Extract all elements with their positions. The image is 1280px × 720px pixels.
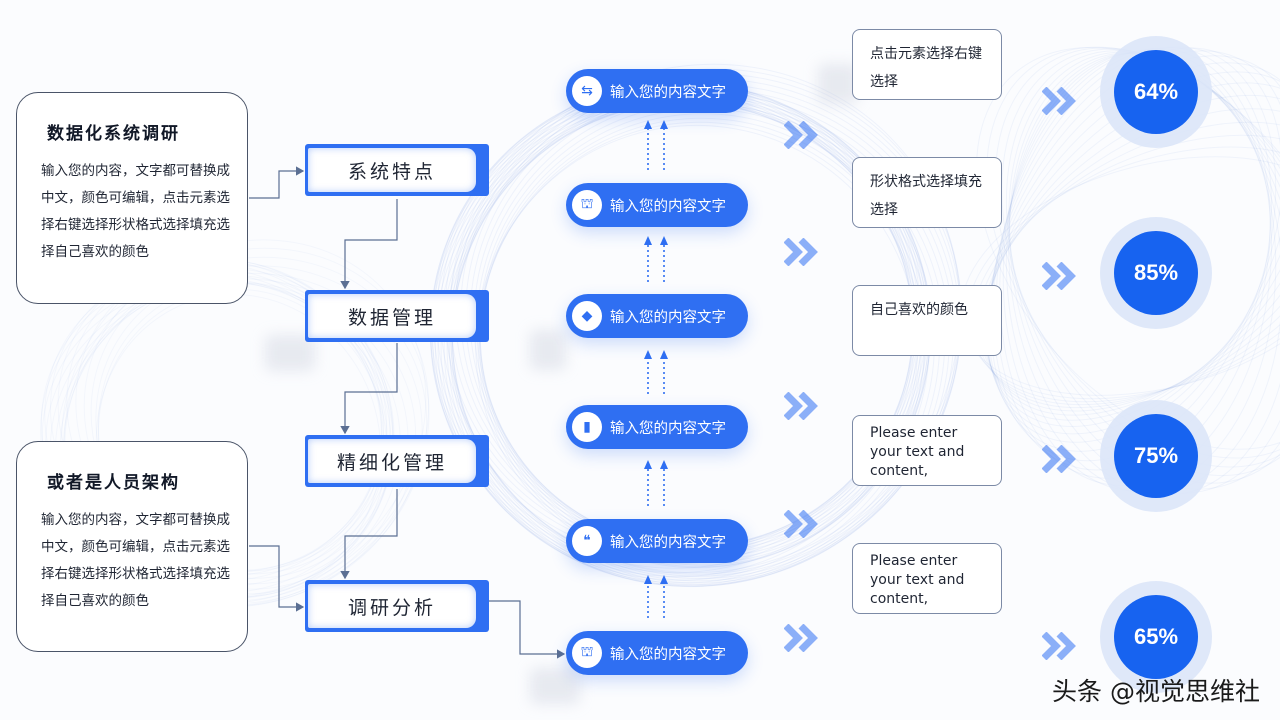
double-chevron-icon — [784, 624, 818, 652]
stage-box-refined-management: 精细化管理 — [305, 435, 489, 487]
wave-ring — [479, 108, 931, 561]
wave-ring — [986, 46, 1280, 459]
pill-label: 输入您的内容文字 — [610, 534, 726, 551]
intro-card-title: 数据化系统调研 — [47, 124, 180, 144]
pill-label: 输入您的内容文字 — [610, 420, 726, 437]
quote-icon: ❝ — [572, 526, 602, 556]
stage-box-features: 系统特点 — [305, 144, 489, 196]
double-chevron-icon — [784, 510, 818, 538]
intro-card-title: 或者是人员架构 — [47, 473, 180, 493]
swap-icon: ⇆ — [572, 76, 602, 106]
pill-label: 输入您的内容文字 — [610, 84, 726, 101]
percentage-circle: 85% — [1100, 217, 1212, 329]
content-pill: ❝ 输入您的内容文字 — [566, 519, 748, 563]
wave-ring — [994, 47, 1280, 468]
percentage-value: 64% — [1114, 50, 1198, 134]
wave-ring — [988, 47, 1280, 452]
wave-ring — [984, 82, 1280, 416]
pill-label: 输入您的内容文字 — [610, 198, 726, 215]
wave-ring — [976, 47, 1280, 450]
stage-box-data-management: 数据管理 — [305, 290, 489, 342]
wave-ring — [479, 117, 926, 566]
ticket-icon: ▮ — [572, 412, 602, 442]
wave-ring — [477, 121, 923, 568]
wave-ring — [1001, 48, 1280, 477]
percentage-value: 65% — [1114, 595, 1198, 679]
double-chevron-icon — [784, 238, 818, 266]
pill-label: 输入您的内容文字 — [610, 309, 726, 326]
text-box: Please enter your text and content, — [852, 415, 1002, 486]
storefront-icon: ⛫ — [572, 638, 602, 668]
intro-card-body: 输入您的内容，文字都可替换成中文，颜色可编辑，点击元素选择右键选择形状格式选择填… — [41, 163, 230, 260]
wave-ring — [976, 121, 1280, 406]
decorative-shadow — [530, 668, 580, 704]
content-pill: ▮ 输入您的内容文字 — [566, 405, 748, 449]
content-pill: ◆ 输入您的内容文字 — [566, 294, 748, 338]
intro-card-body: 输入您的内容，文字都可替换成中文，颜色可编辑，点击元素选择右键选择形状格式选择填… — [41, 512, 230, 609]
percentage-circle: 75% — [1100, 400, 1212, 512]
text-box: Please enter your text and content, — [852, 543, 1002, 614]
double-chevron-icon — [1042, 87, 1076, 115]
text-box: 自己喜欢的颜色 — [852, 285, 1002, 356]
stage-box-analysis: 调研分析 — [305, 580, 489, 632]
storefront-icon: ⛫ — [572, 190, 602, 220]
wave-ring — [986, 55, 1280, 435]
intro-card-research: 数据化系统调研 输入您的内容，文字都可替换成中文，颜色可编辑，点击元素选择右键选… — [16, 92, 248, 304]
wave-ring — [979, 108, 1280, 409]
stage-label: 精细化管理 — [308, 439, 476, 483]
wave-ring — [986, 50, 1280, 443]
text-box: 点击元素选择右键选择 — [852, 29, 1002, 100]
wave-ring — [1008, 51, 1280, 490]
content-pill: ⇆ 输入您的内容文字 — [566, 69, 748, 113]
content-pill: ⛫ 输入您的内容文字 — [566, 183, 748, 227]
double-chevron-icon — [1042, 632, 1076, 660]
double-chevron-icon — [784, 121, 818, 149]
text-box: 形状格式选择填充选择 — [852, 157, 1002, 228]
wave-ring — [1009, 52, 1280, 494]
decorative-shadow — [530, 330, 566, 370]
content-pill: ⛫ 输入您的内容文字 — [566, 631, 748, 675]
double-chevron-icon — [784, 392, 818, 420]
percentage-value: 75% — [1114, 414, 1198, 498]
stage-label: 系统特点 — [308, 148, 476, 192]
double-chevron-icon — [1042, 445, 1076, 473]
watermark: 头条 @视觉思维社 — [1052, 677, 1260, 706]
percentage-circle: 64% — [1100, 36, 1212, 148]
wave-ring — [479, 113, 929, 564]
stage-label: 数据管理 — [308, 294, 476, 338]
double-chevron-icon — [1042, 262, 1076, 290]
decorative-shadow — [818, 64, 858, 104]
wave-ring — [447, 63, 961, 574]
pill-label: 输入您的内容文字 — [610, 646, 726, 663]
tag-icon: ◆ — [572, 301, 602, 331]
intro-card-staffing: 或者是人员架构 输入您的内容，文字都可替换成中文，颜色可编辑，点击元素选择右键选… — [16, 441, 248, 652]
wave-ring — [982, 94, 1280, 412]
stage-label: 调研分析 — [308, 584, 476, 628]
percentage-value: 85% — [1114, 231, 1198, 315]
wave-ring — [985, 71, 1280, 421]
wave-ring — [1005, 50, 1280, 484]
wave-ring — [989, 46, 1277, 462]
percentage-circle: 65% — [1100, 581, 1212, 693]
